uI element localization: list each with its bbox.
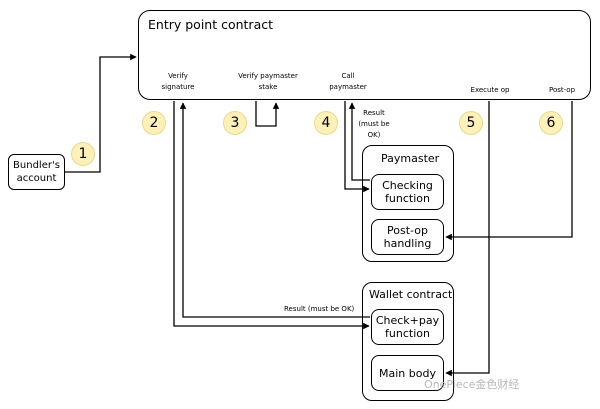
verify-paymaster-stake-label: Verify paymaster stake xyxy=(238,72,298,91)
step-badge-1: 1 xyxy=(71,142,95,166)
step-badge-2: 2 xyxy=(142,111,166,135)
watermark: OnePiece金色财经 xyxy=(424,378,520,391)
arrow-verify-paymaster-stake-loop xyxy=(255,101,280,127)
call-paymaster-label: Call paymaster xyxy=(329,72,367,91)
step-badge-6: 6 xyxy=(539,111,563,135)
arrow-verify-signature-to-check-pay xyxy=(173,101,370,330)
arrow-post-op-to-post-op-handling xyxy=(445,101,573,241)
step-badge-4: 4 xyxy=(314,111,338,135)
wallet-contract-title: Wallet contract xyxy=(369,288,453,301)
bundlers-account-box: Bundler's account xyxy=(8,154,65,190)
step-badge-3: 3 xyxy=(223,111,247,135)
arrow-paymaster-result-to-entry-point xyxy=(348,102,370,181)
wallet-result-label: Result (must be OK) xyxy=(284,305,355,313)
arrow-bundler-to-entry-point xyxy=(65,53,137,173)
entry-point-contract-box xyxy=(138,10,591,100)
main-body-box: Main body xyxy=(371,355,444,391)
post-op-handling-box: Post-op handling xyxy=(371,219,444,255)
arrow-call-paymaster-to-checking xyxy=(344,101,370,193)
check-pay-function-box: Check+pay function xyxy=(371,309,444,345)
arrow-wallet-result-to-entry-point xyxy=(179,102,370,318)
arrow-execute-op-to-main-body xyxy=(445,101,490,377)
paymaster-result-label: Result (must be OK) xyxy=(358,109,390,139)
post-op-label: Post-op xyxy=(548,86,576,94)
entry-point-contract-title: Entry point contract xyxy=(148,17,273,32)
execute-op-label: Execute op xyxy=(470,86,510,94)
verify-signature-label: Verify signature xyxy=(161,72,195,91)
checking-function-box: Checking function xyxy=(371,174,444,210)
paymaster-title: Paymaster xyxy=(381,152,440,165)
step-badge-5: 5 xyxy=(459,111,483,135)
